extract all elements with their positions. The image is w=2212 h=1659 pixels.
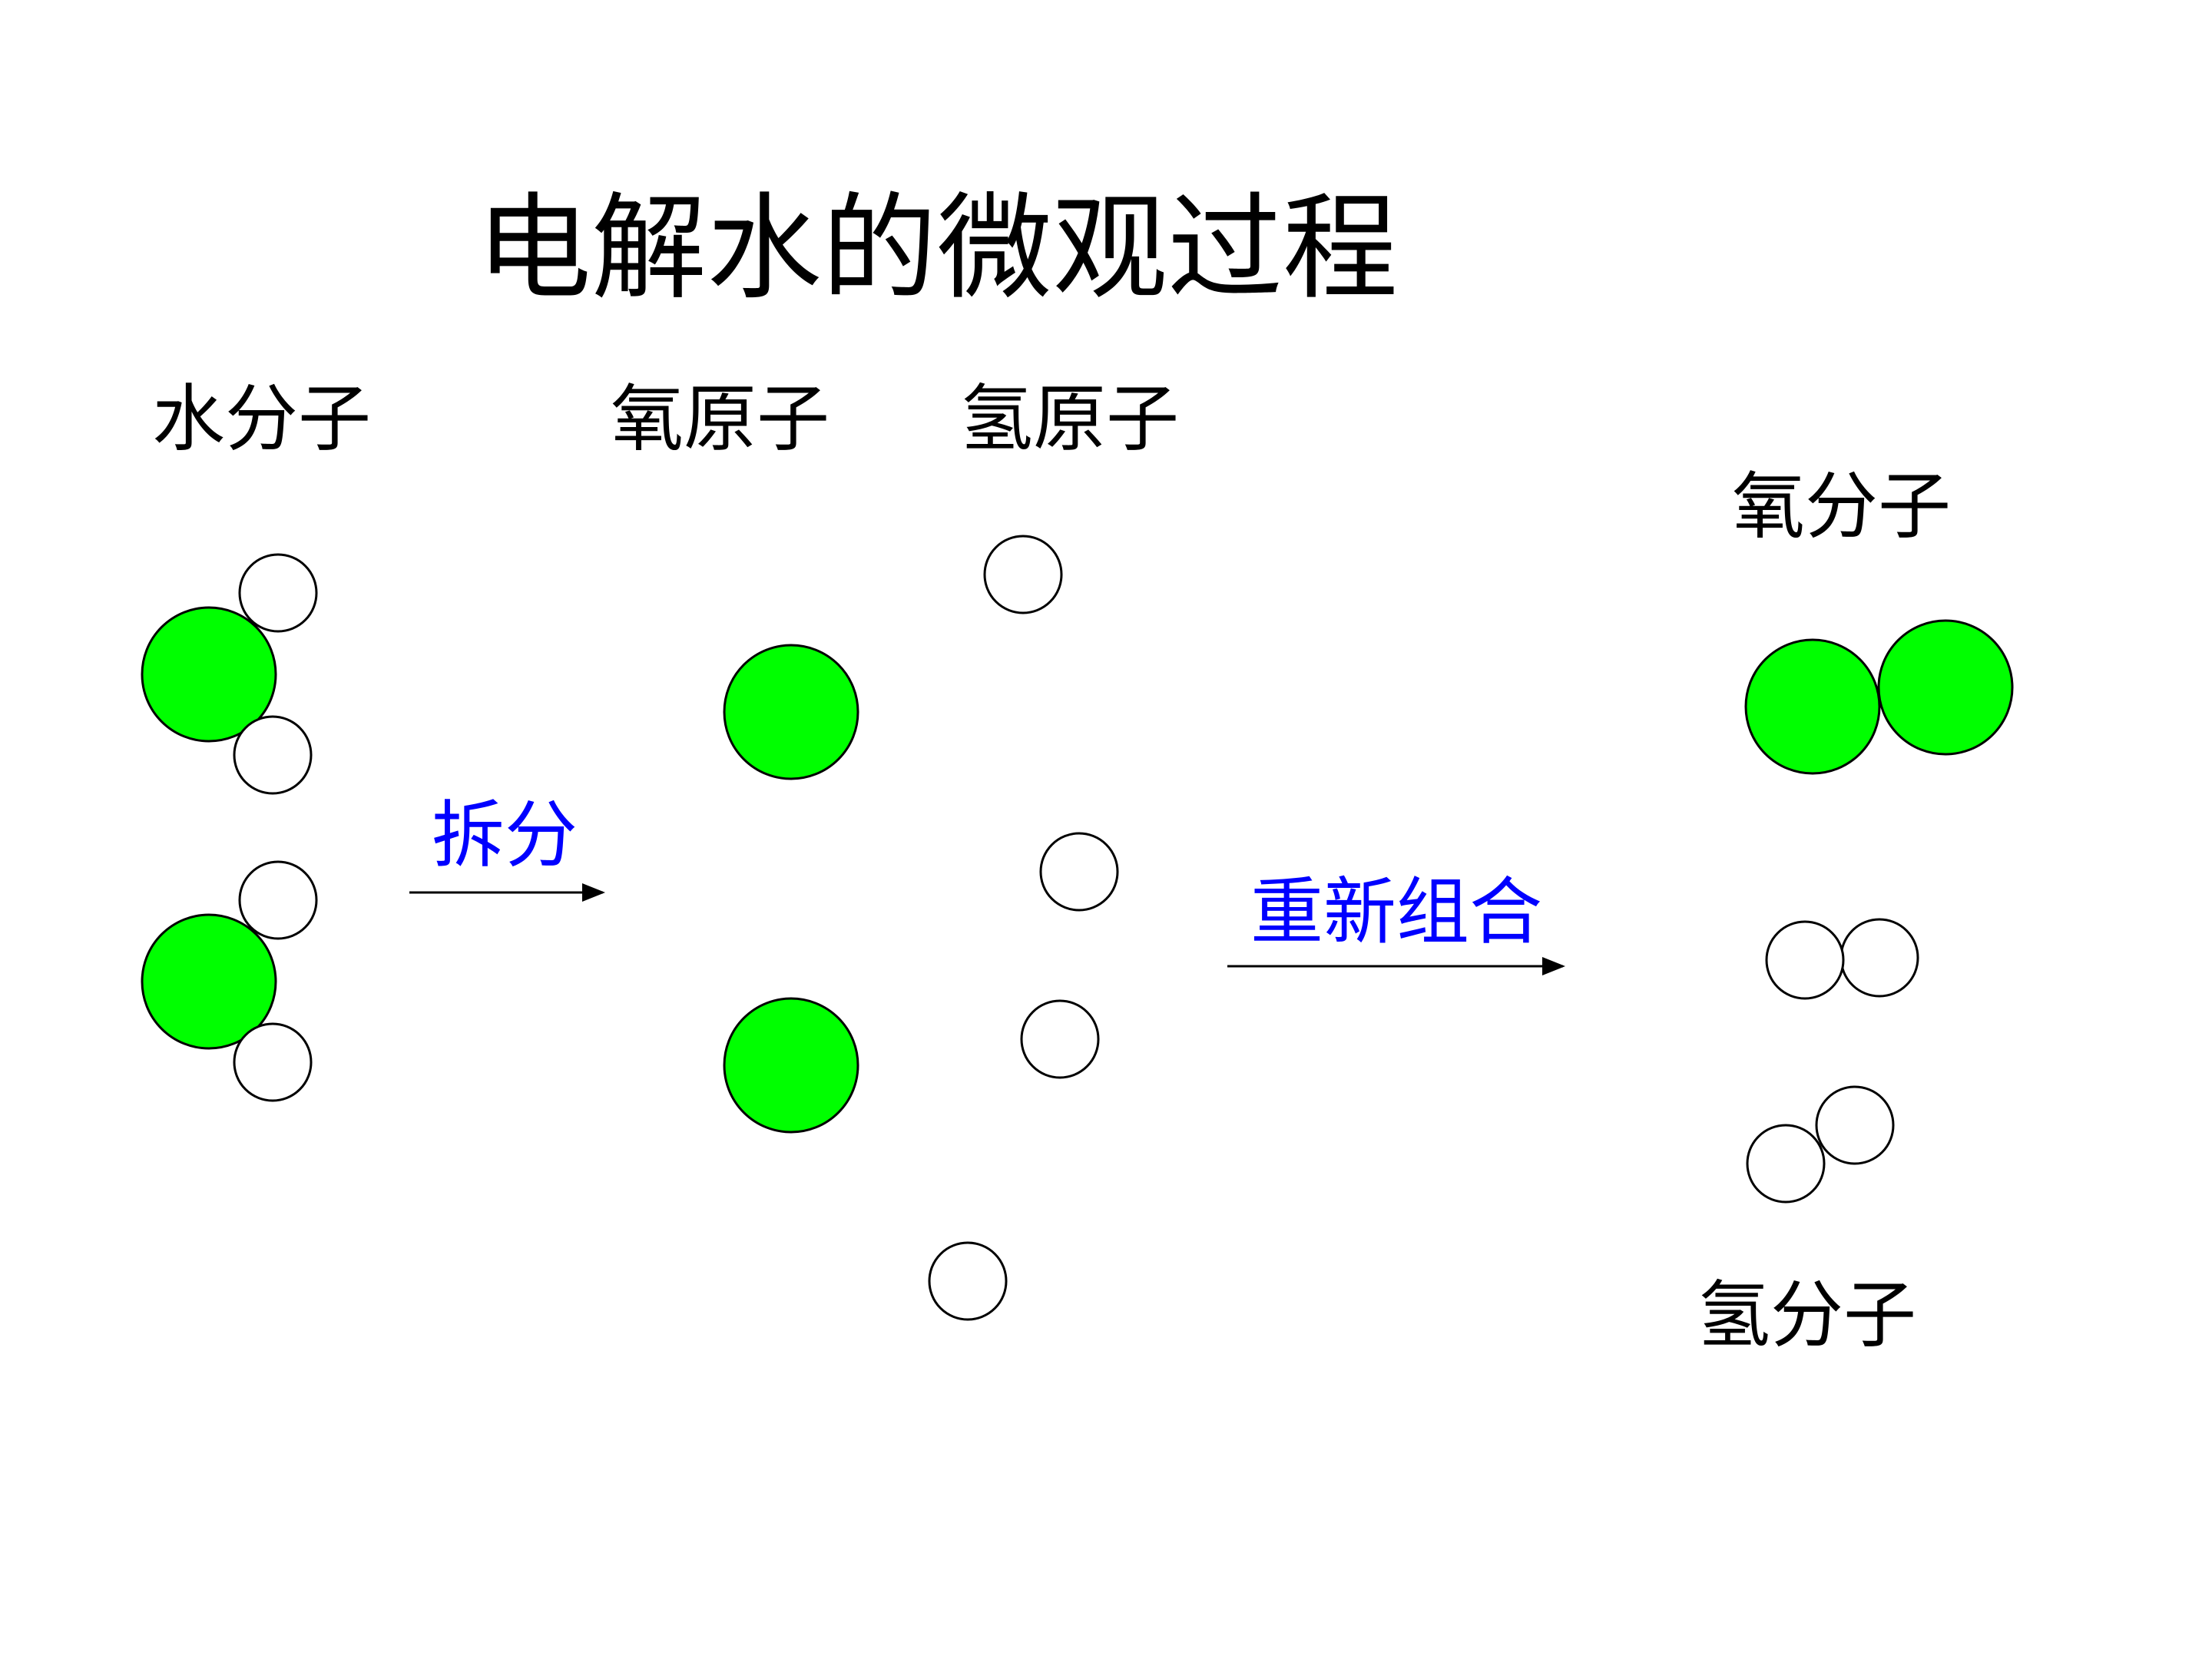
hydrogen-atom (1765, 920, 1845, 1000)
oxygen-atom (141, 913, 277, 1050)
label-hydrogen-molecule: 氢分子 (1697, 1273, 1916, 1358)
label-hydrogen-atom: 氢原子 (960, 377, 1179, 462)
oxygen-atom (723, 644, 859, 780)
water-molecule (141, 860, 318, 1102)
hydrogen-atom (1815, 1085, 1895, 1165)
hydrogen-molecule (1765, 918, 1919, 1000)
diagram-title: 电解水的微观过程 (476, 182, 1398, 316)
label-oxygen-atom: 氧原子 (611, 377, 830, 462)
hydrogen-atom (238, 860, 318, 940)
hydrogen-atom (1839, 918, 1919, 998)
hydrogen-atom (238, 553, 318, 633)
hydrogen-atom (1039, 832, 1119, 912)
oxygen-atom (723, 997, 859, 1134)
label-oxygen-molecule: 氧分子 (1732, 465, 1951, 549)
oxygen-molecule (1744, 619, 2014, 775)
step-split-label: 拆分 (432, 793, 578, 878)
oxygen-atom (1744, 638, 1881, 775)
hydrogen-atom (983, 535, 1063, 614)
step-recombine-label: 重新组合 (1250, 870, 1542, 955)
water-molecule (141, 553, 318, 795)
hydrogen-atom (233, 1022, 313, 1102)
hydrogen-atom (1020, 999, 1100, 1079)
hydrogen-atom (928, 1241, 1008, 1321)
hydrogen-molecule (1746, 1085, 1895, 1204)
hydrogen-atom (233, 715, 313, 795)
oxygen-atom (141, 606, 277, 743)
hydrogen-atom (1746, 1124, 1826, 1204)
oxygen-atom (1877, 619, 2014, 756)
label-water-molecule: 水分子 (152, 377, 371, 462)
